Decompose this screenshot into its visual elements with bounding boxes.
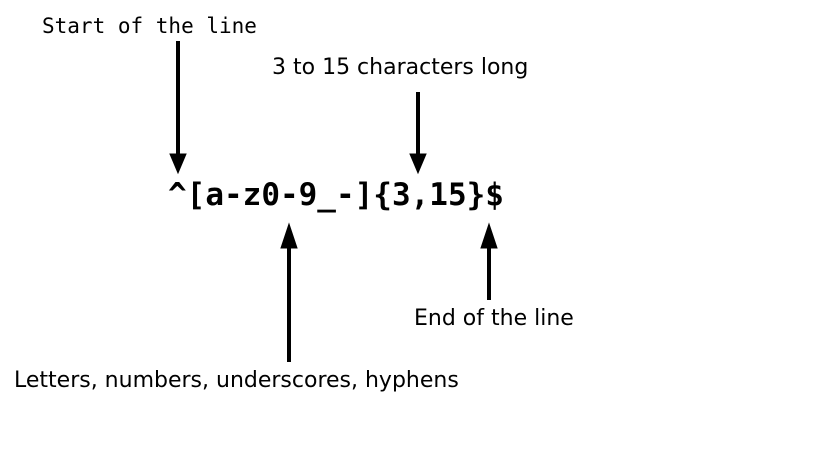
label-start-of-line: Start of the line [42,14,257,38]
arrow-up-allowed-characters-icon [280,222,298,362]
arrow-up-end-of-line-icon [480,222,498,300]
arrow-down-length-range-icon [409,92,427,175]
label-length-range: 3 to 15 characters long [272,55,529,80]
label-allowed-characters: Letters, numbers, underscores, hyphens [14,368,459,393]
label-end-of-line: End of the line [414,306,574,331]
regex-expression: ^[a-z0-9_-]{3,15}$ [168,177,504,213]
arrow-down-start-of-line-icon [169,41,187,175]
